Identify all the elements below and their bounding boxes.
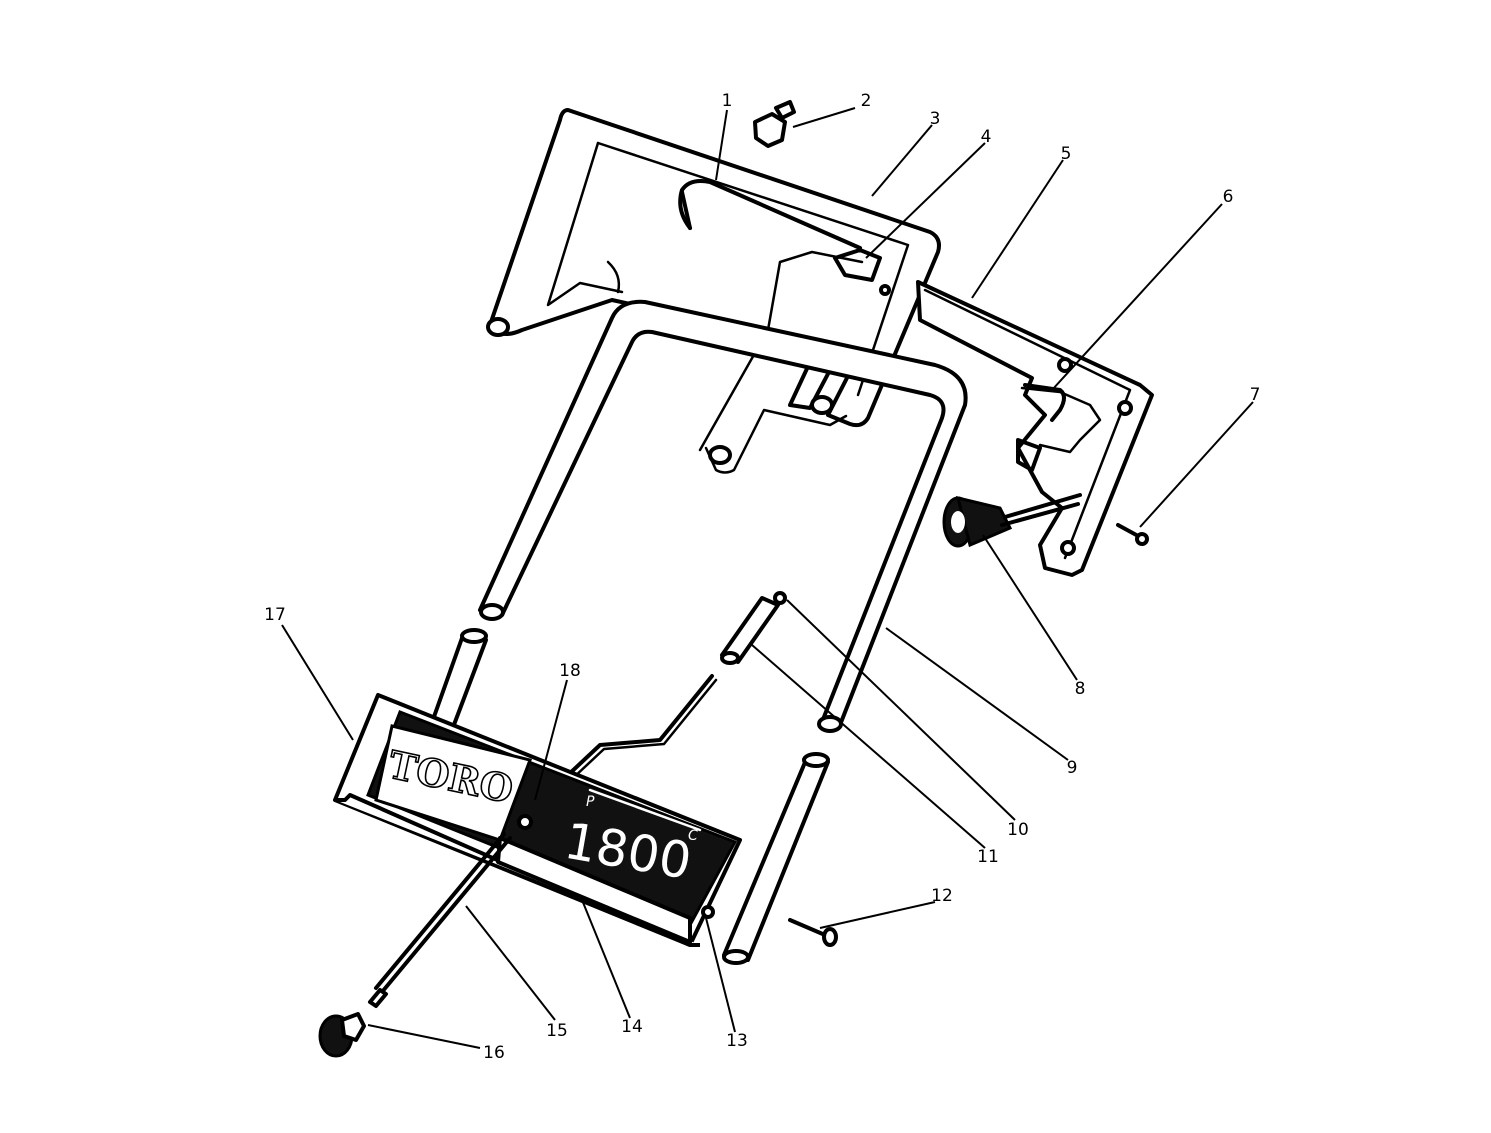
pin	[773, 591, 787, 605]
callout-16: 16	[483, 1043, 505, 1063]
callout-8: 8	[1075, 679, 1086, 699]
callout-12: 12	[931, 886, 953, 906]
lower-tube-left	[428, 628, 488, 732]
screw	[1116, 523, 1149, 546]
callout-13: 13	[726, 1031, 748, 1051]
callout-9: 9	[1067, 758, 1078, 778]
callout-labels: 1 2 3 4 5 6 7 8 9 10 11 12 13 14 15 16 1…	[264, 91, 1260, 1063]
callout-11: 11	[977, 847, 999, 867]
callout-2: 2	[861, 91, 872, 111]
bracket-spring	[1016, 383, 1066, 472]
callout-10: 10	[1007, 820, 1029, 840]
callout-15: 15	[546, 1021, 568, 1041]
cable-rod	[368, 832, 512, 1008]
adjustment-knob	[942, 493, 1082, 548]
control-bar	[678, 179, 862, 250]
handle-plate	[916, 280, 1154, 577]
callout-7: 7	[1250, 385, 1261, 405]
wheel-nut	[318, 1012, 366, 1058]
clevis-pin	[788, 918, 838, 947]
callout-4: 4	[981, 127, 992, 147]
cable-clip	[833, 248, 891, 296]
lower-tube-right	[722, 752, 830, 965]
sleeve	[720, 596, 780, 665]
console: TORO P C 1800	[333, 693, 742, 947]
lower-handle	[478, 299, 968, 733]
decal-letter-c: C	[688, 828, 698, 844]
decal-letter-p: P	[586, 794, 595, 810]
callout-3: 3	[930, 109, 941, 129]
leader-lines	[281, 107, 1254, 1049]
callout-17: 17	[264, 605, 286, 625]
callout-5: 5	[1061, 144, 1072, 164]
callout-1: 1	[722, 91, 733, 111]
knob	[753, 100, 796, 148]
callout-14: 14	[621, 1017, 643, 1037]
callout-6: 6	[1223, 187, 1234, 207]
upper-handle	[486, 108, 941, 474]
callout-18: 18	[559, 661, 581, 681]
